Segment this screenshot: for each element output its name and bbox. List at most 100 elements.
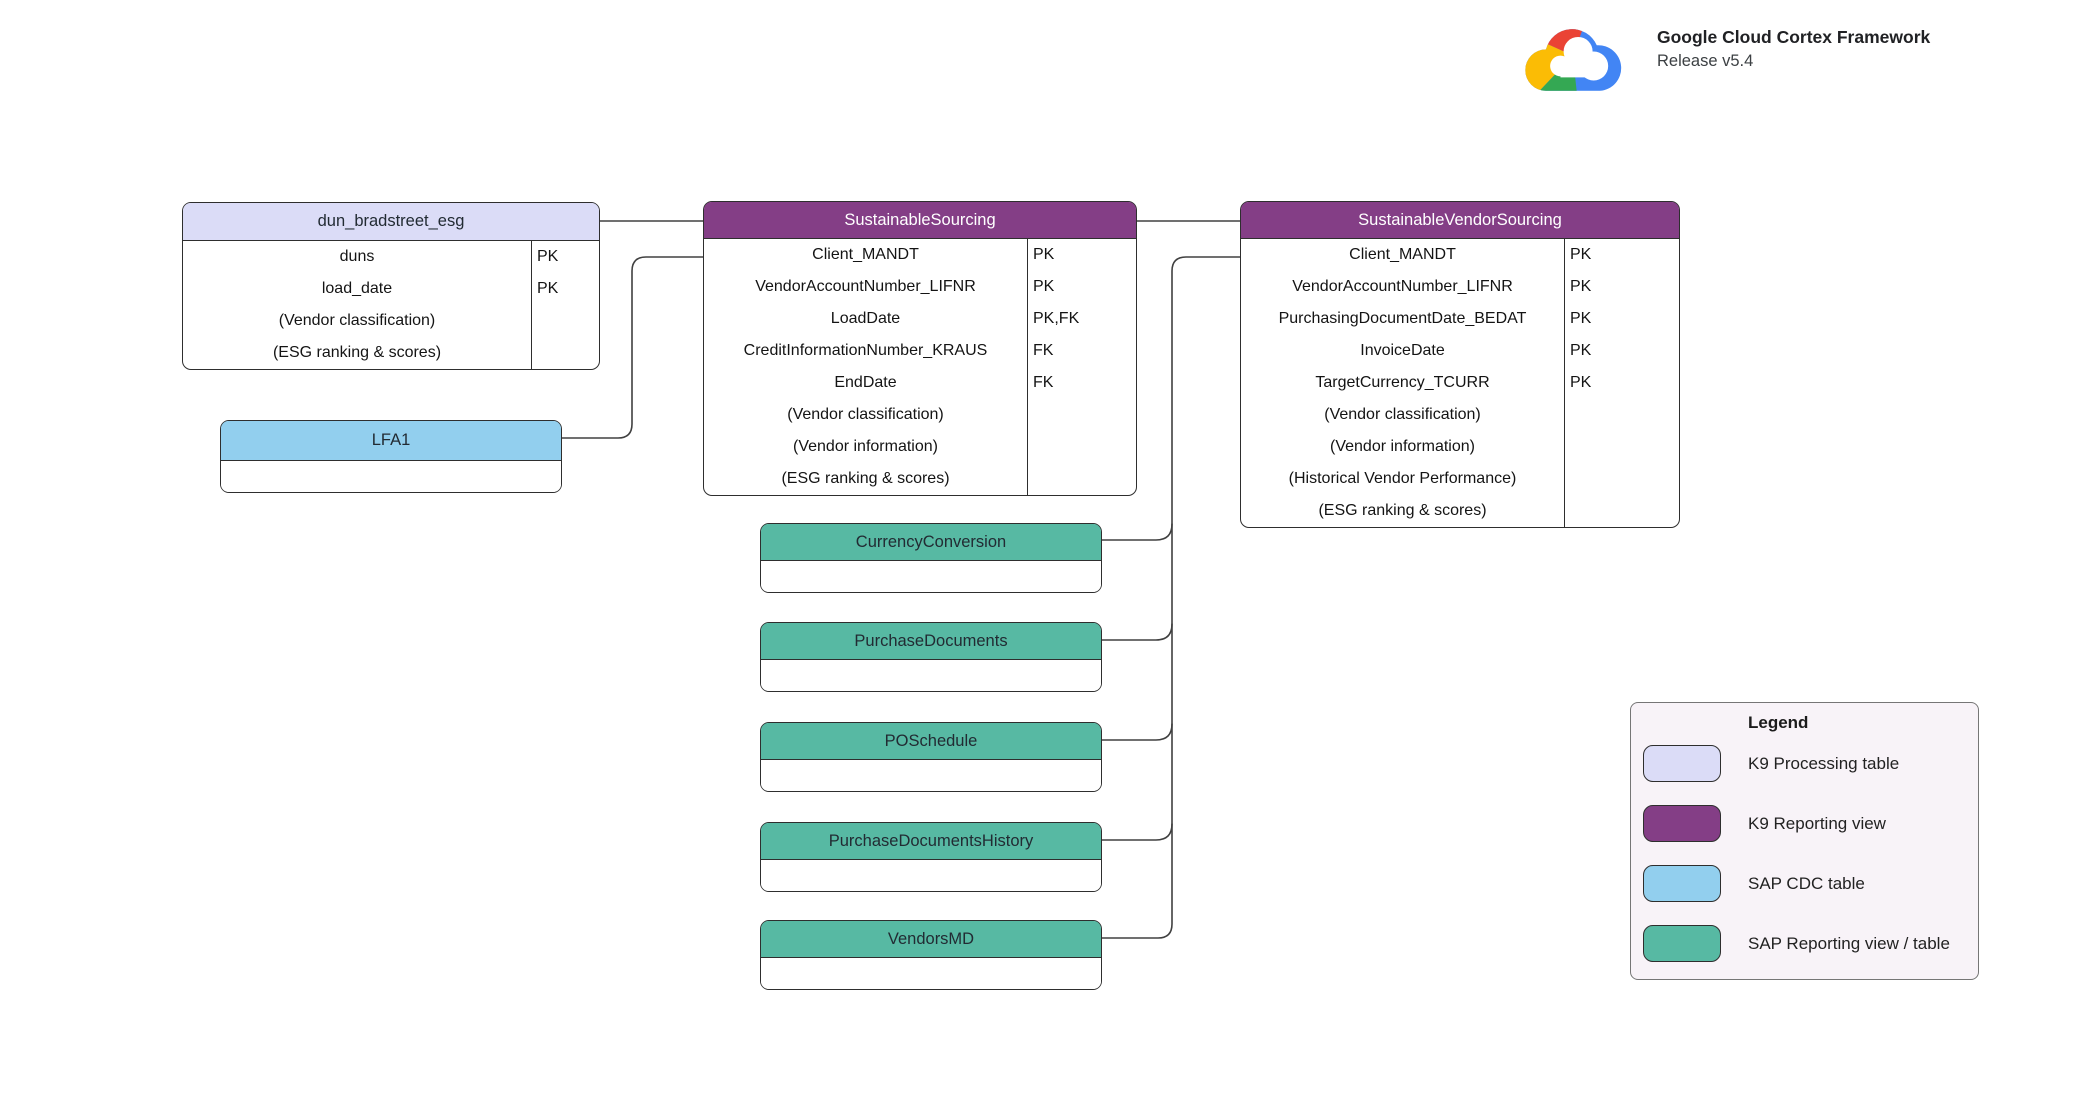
field-name: LoadDate <box>830 310 901 327</box>
connector-purchasedocuments-branch <box>1101 623 1173 641</box>
table-body-empty <box>761 660 1101 691</box>
entity-currency-conversion: CurrencyConversion <box>760 523 1102 593</box>
field-key: PK <box>531 241 599 273</box>
table-row: Client_MANDT PK <box>1241 239 1679 271</box>
field-name: EndDate <box>834 374 897 391</box>
field-key: PK <box>1564 367 1679 399</box>
connector-purchasedocumentshistory-branch <box>1101 823 1173 841</box>
field-name: InvoiceDate <box>1360 342 1445 359</box>
table-row: load_date PK <box>183 273 599 305</box>
table-row: (Vendor classification) <box>704 399 1136 431</box>
table-row: CreditInformationNumber_KRAUS FK <box>704 335 1136 367</box>
field-name: (ESG ranking & scores) <box>1318 502 1487 519</box>
entity-lfa1: LFA1 <box>220 420 562 493</box>
table-body-empty <box>761 561 1101 592</box>
legend-label: SAP CDC table <box>1748 873 1865 893</box>
field-key <box>1564 495 1679 527</box>
google-cloud-logo-icon <box>1525 29 1622 91</box>
table-body-empty <box>761 958 1101 989</box>
legend-swatch-sap-cdc-table <box>1643 865 1721 902</box>
entity-title-purchase-documents: PurchaseDocuments <box>761 623 1101 660</box>
entity-title-dun-bradstreet-esg: dun_bradstreet_esg <box>183 203 599 241</box>
table-row: (ESG ranking & scores) <box>183 337 599 369</box>
entity-dun-bradstreet-esg: dun_bradstreet_esg duns PK load_date PK … <box>182 202 600 370</box>
field-name: (ESG ranking & scores) <box>272 344 442 361</box>
table-body-empty <box>221 461 561 492</box>
field-name: (ESG ranking & scores) <box>781 470 950 487</box>
field-key: FK <box>1027 335 1136 367</box>
table-row: Client_MANDT PK <box>704 239 1136 271</box>
release-version: Release v5.4 <box>1657 52 1754 70</box>
branding-block: Google Cloud Cortex Framework Release v5… <box>1523 10 1930 95</box>
entity-sustainable-vendor-sourcing: SustainableVendorSourcing Client_MANDT P… <box>1240 201 1680 528</box>
table-row: (Vendor information) <box>704 431 1136 463</box>
field-name: (Vendor classification) <box>1324 406 1481 423</box>
table-row: InvoiceDate PK <box>1241 335 1679 367</box>
table-row: PurchasingDocumentDate_BEDAT PK <box>1241 303 1679 335</box>
app-title: Google Cloud Cortex Framework <box>1657 27 1931 47</box>
field-key <box>1027 463 1136 495</box>
field-name: (Vendor information) <box>793 438 938 455</box>
connector-currencyconversion-branch <box>1101 523 1173 541</box>
entity-title-vendors-md: VendorsMD <box>761 921 1101 958</box>
field-key <box>1564 463 1679 495</box>
field-key <box>531 337 599 369</box>
field-name: (Vendor information) <box>1330 438 1475 455</box>
table-row: (Historical Vendor Performance) <box>1241 463 1679 495</box>
field-name: Client_MANDT <box>1349 246 1456 263</box>
connector-poschedule-branch <box>1101 723 1173 741</box>
legend-item-sap-cdc-table: SAP CDC table <box>1643 865 1865 902</box>
entity-purchase-documents-history: PurchaseDocumentsHistory <box>760 822 1102 892</box>
legend-label: K9 Processing table <box>1748 753 1900 773</box>
entity-title-purchase-documents-history: PurchaseDocumentsHistory <box>761 823 1101 860</box>
entity-title-sustainable-sourcing: SustainableSourcing <box>704 202 1136 239</box>
legend-item-sap-reporting-view-table: SAP Reporting view / table <box>1643 925 1950 962</box>
legend-item-k9-processing-table: K9 Processing table <box>1643 745 1899 782</box>
table-row: (Vendor classification) <box>1241 399 1679 431</box>
field-key: PK <box>531 273 599 305</box>
table-row: (ESG ranking & scores) <box>1241 495 1679 527</box>
legend-swatch-sap-reporting-view-table <box>1643 925 1721 962</box>
legend-swatch-k9-processing-table <box>1643 745 1721 782</box>
entity-title-currency-conversion: CurrencyConversion <box>761 524 1101 561</box>
legend-swatch-k9-reporting-view <box>1643 805 1721 842</box>
field-key: PK <box>1564 271 1679 303</box>
table-row: duns PK <box>183 241 599 273</box>
entity-po-schedule: POSchedule <box>760 722 1102 792</box>
field-key: PK <box>1027 239 1136 271</box>
table-row: (ESG ranking & scores) <box>704 463 1136 495</box>
table-row: (Vendor classification) <box>183 305 599 337</box>
field-name: (Vendor classification) <box>278 312 436 329</box>
field-key <box>531 305 599 337</box>
field-name: PurchasingDocumentDate_BEDAT <box>1278 310 1527 327</box>
legend-panel: Legend K9 Processing table K9 Reporting … <box>1630 702 1979 980</box>
entity-purchase-documents: PurchaseDocuments <box>760 622 1102 692</box>
field-name: VendorAccountNumber_LIFNR <box>1292 278 1513 295</box>
table-row: (Vendor information) <box>1241 431 1679 463</box>
field-key <box>1027 399 1136 431</box>
field-name: load_date <box>321 280 393 297</box>
connector-trunk-vendorsmd-to-sustainablevendorsourcing <box>1101 256 1241 939</box>
table-row: VendorAccountNumber_LIFNR PK <box>704 271 1136 303</box>
entity-sustainable-sourcing: SustainableSourcing Client_MANDT PK Vend… <box>703 201 1137 496</box>
legend-label: K9 Reporting view <box>1748 813 1886 833</box>
field-key: PK <box>1564 303 1679 335</box>
field-key: FK <box>1027 367 1136 399</box>
field-name: Client_MANDT <box>812 246 919 263</box>
field-key: PK <box>1564 335 1679 367</box>
field-name: (Historical Vendor Performance) <box>1288 470 1517 487</box>
field-name: TargetCurrency_TCURR <box>1315 374 1490 391</box>
legend-label: SAP Reporting view / table <box>1748 933 1950 953</box>
table-body-empty <box>761 860 1101 891</box>
legend-item-k9-reporting-view: K9 Reporting view <box>1643 805 1886 842</box>
entity-title-po-schedule: POSchedule <box>761 723 1101 760</box>
field-name: (Vendor classification) <box>787 406 944 423</box>
connector-lfa1-to-sustainablesourcing <box>561 256 704 439</box>
table-body-empty <box>761 760 1101 791</box>
field-key <box>1564 431 1679 463</box>
field-key <box>1564 399 1679 431</box>
branding-text: Google Cloud Cortex Framework Release v5… <box>1657 27 1930 95</box>
field-key <box>1027 431 1136 463</box>
